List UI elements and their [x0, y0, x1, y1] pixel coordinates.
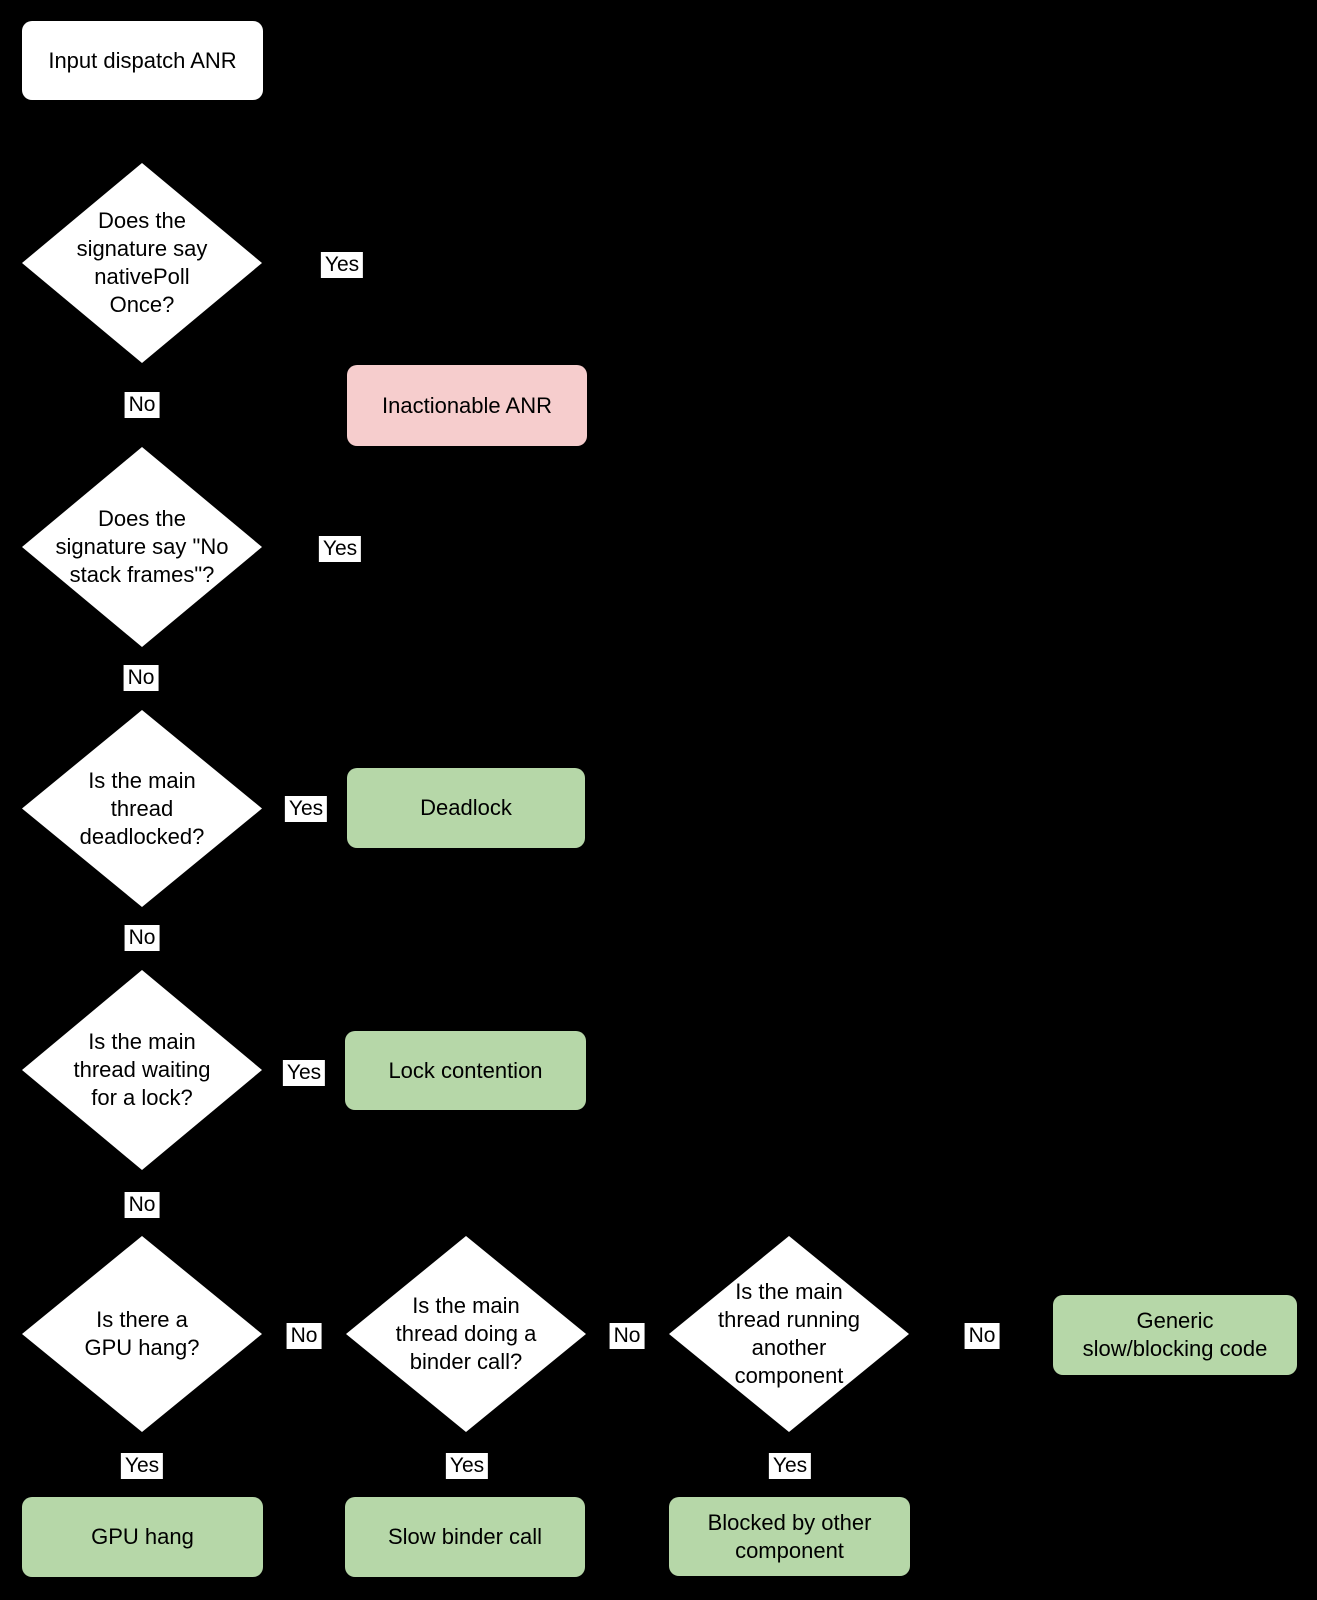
outcome-box-inactionable-anr: Inactionable ANR — [347, 365, 587, 446]
outcome-box-blocked-by-other-component: Blocked by other component — [669, 1497, 910, 1576]
edge-label-yes-binder-call: Yes — [445, 1453, 489, 1479]
decision-diamond-no-stack-frames: Does the signature say "No stack frames"… — [22, 447, 262, 647]
decision-diamond-gpu-hang: Is there a GPU hang? — [22, 1236, 262, 1432]
start-node-input-dispatch-anr: Input dispatch ANR — [22, 21, 263, 100]
edge-label-yes-waiting-for-lock: Yes — [282, 1060, 326, 1086]
edge-label-no-deadlocked: No — [124, 925, 160, 951]
decision-diamond-running-another-component: Is the main thread running another compo… — [669, 1236, 909, 1432]
edge-label-no-gpu-hang: No — [286, 1323, 322, 1349]
edge-label-no-binder-call: No — [609, 1323, 645, 1349]
outcome-box-generic-slow-blocking-code: Generic slow/blocking code — [1053, 1295, 1297, 1375]
decision-diamond-nativepollonce: Does the signature say nativePoll Once? — [22, 163, 262, 363]
decision-diamond-waiting-for-lock: Is the main thread waiting for a lock? — [22, 970, 262, 1170]
outcome-box-deadlock: Deadlock — [347, 768, 585, 848]
edge-label-yes-no-stack-frames: Yes — [318, 536, 362, 562]
edge-label-no-nativepollonce: No — [124, 392, 160, 418]
edge-label-no-no-stack-frames: No — [123, 665, 159, 691]
decision-diamond-binder-call: Is the main thread doing a binder call? — [346, 1236, 586, 1432]
outcome-box-gpu-hang: GPU hang — [22, 1497, 263, 1577]
edge-label-yes-running-another-component: Yes — [768, 1453, 812, 1479]
edge-label-no-running-another-component: No — [964, 1323, 1000, 1349]
edge-label-yes-gpu-hang: Yes — [120, 1453, 164, 1479]
outcome-box-lock-contention: Lock contention — [345, 1031, 586, 1110]
edge-label-no-waiting-for-lock: No — [124, 1192, 160, 1218]
edge-label-yes-nativepollonce: Yes — [320, 252, 364, 278]
outcome-box-slow-binder-call: Slow binder call — [345, 1497, 585, 1577]
edge-label-yes-deadlocked: Yes — [284, 796, 328, 822]
decision-diamond-deadlocked: Is the main thread deadlocked? — [22, 710, 262, 907]
